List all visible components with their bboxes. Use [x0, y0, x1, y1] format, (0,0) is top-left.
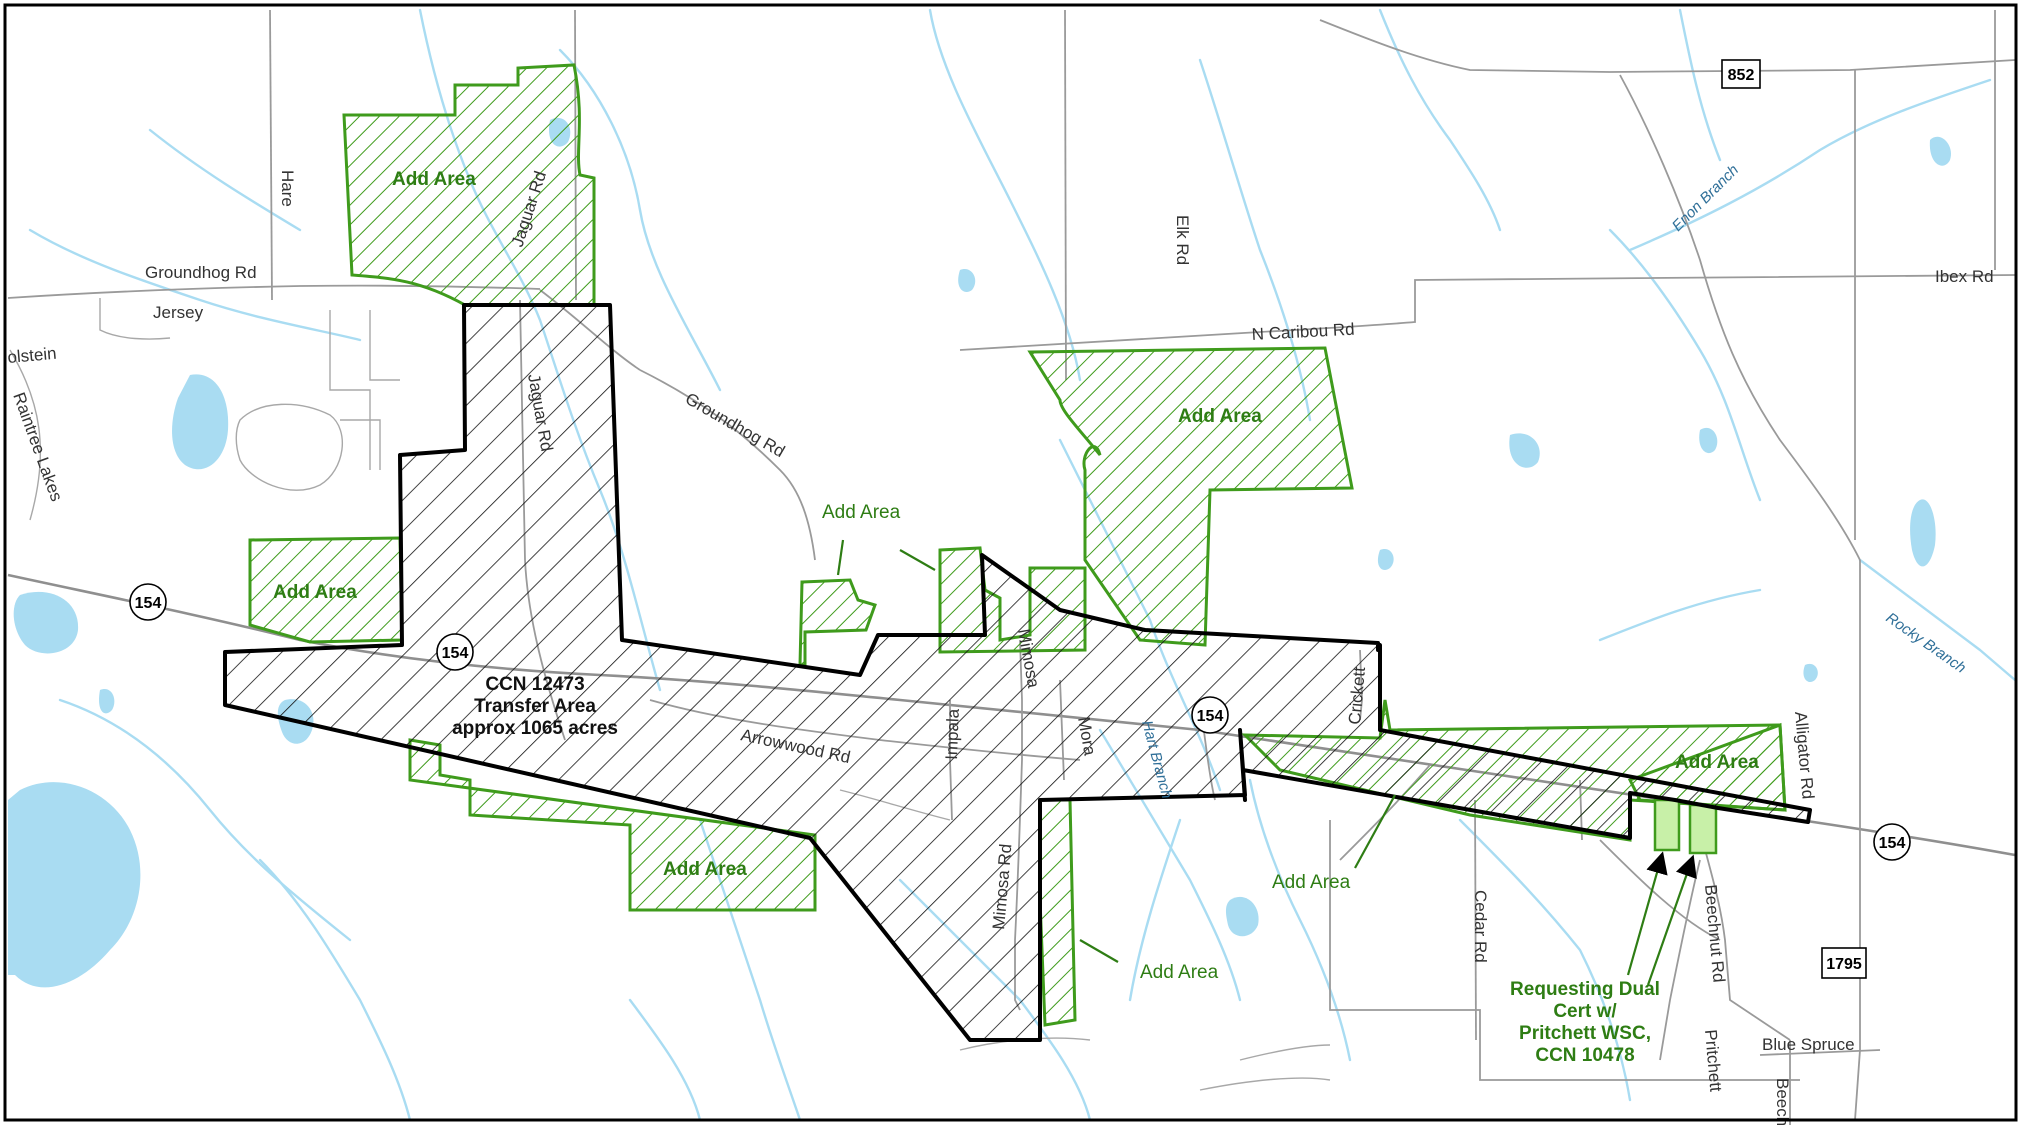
- shield-154-west: 154: [129, 583, 167, 621]
- add-area-label-nw: Add Area: [392, 169, 476, 190]
- svg-text:CCN 10478: CCN 10478: [1535, 1045, 1634, 1066]
- road-label-ibex: Ibex Rd: [1935, 267, 1994, 286]
- add-area-label-east-low: Add Area: [1272, 872, 1351, 893]
- shield-154-center: 154: [436, 633, 474, 671]
- svg-text:154: 154: [135, 595, 162, 612]
- add-area-label-center: Add Area: [822, 502, 901, 523]
- road-label-impala: Impala: [942, 708, 963, 760]
- svg-text:Transfer Area: Transfer Area: [474, 696, 596, 717]
- svg-text:approx 1065 acres: approx 1065 acres: [452, 718, 618, 739]
- road-label-blue-spruce: Blue Spruce: [1762, 1035, 1855, 1054]
- road-label-groundhog-2: Groundhog Rd: [682, 389, 788, 461]
- add-area-label-east: Add Area: [1675, 752, 1759, 773]
- add-area-south-west: [408, 738, 817, 912]
- svg-text:CCN 12473: CCN 12473: [485, 674, 584, 695]
- dual-cert-label: Requesting Dual Cert w/ Pritchett WSC, C…: [1510, 979, 1660, 1066]
- dual-cert-parcel-1: [1653, 798, 1681, 852]
- svg-text:Requesting Dual: Requesting Dual: [1510, 979, 1660, 1000]
- road-label-groundhog: Groundhog Rd: [145, 263, 257, 282]
- svg-text:852: 852: [1728, 67, 1755, 84]
- stream-label-enon: Enon Branch: [1669, 161, 1742, 234]
- add-area-label-ne: Add Area: [1178, 406, 1262, 427]
- add-area-center-small: [798, 578, 877, 667]
- road-label-cedar: Cedar Rd: [1471, 890, 1490, 963]
- shield-852: 852: [1721, 59, 1761, 89]
- add-area-label-sw: Add Area: [663, 859, 747, 880]
- road-label-jersey: Jersey: [153, 303, 204, 322]
- add-area-south-center: [1038, 798, 1077, 1027]
- svg-text:154: 154: [1879, 835, 1906, 852]
- map-border: [3, 3, 2018, 1122]
- svg-text:154: 154: [1197, 708, 1224, 725]
- shield-1795: 1795: [1821, 947, 1867, 979]
- shield-154-east: 154: [1873, 823, 1911, 861]
- svg-text:154: 154: [442, 645, 469, 662]
- road-label-n-caribou: N Caribou Rd: [1251, 320, 1355, 344]
- road-label-beechnut: Beechnut Rd: [1701, 884, 1728, 984]
- dual-cert-parcel-2: [1688, 803, 1718, 855]
- transfer-area-polygon: [223, 303, 1812, 1042]
- transfer-area-label: CCN 12473 Transfer Area approx 1065 acre…: [452, 674, 618, 739]
- stream-label-rocky: Rocky Branch: [1883, 609, 1969, 676]
- road-label-pritchett: Pritchett: [1701, 1029, 1725, 1093]
- svg-text:Pritchett WSC,: Pritchett WSC,: [1519, 1023, 1651, 1044]
- road-label-holstein: olstein: [7, 344, 58, 367]
- road-label-alligator: Alligator Rd: [1791, 711, 1818, 800]
- add-area-west: [248, 536, 404, 644]
- streams: [28, 8, 2017, 1122]
- add-area-north-west: [342, 63, 596, 307]
- road-label-beech: Beech: [1773, 1078, 1792, 1125]
- shield-154-mid: 154: [1191, 696, 1229, 734]
- add-area-labels: Add Area Add Area Add Area Add Area Add …: [273, 169, 1759, 983]
- leader-lines: [836, 539, 1697, 986]
- svg-text:Cert w/: Cert w/: [1553, 1001, 1617, 1022]
- road-label-crickett: Crickett: [1345, 666, 1369, 725]
- road-label-elk: Elk Rd: [1173, 215, 1192, 265]
- add-area-label-w: Add Area: [273, 582, 357, 603]
- road-label-hare: Hare: [278, 170, 297, 207]
- svg-text:1795: 1795: [1826, 956, 1862, 973]
- add-area-label-south: Add Area: [1140, 962, 1219, 983]
